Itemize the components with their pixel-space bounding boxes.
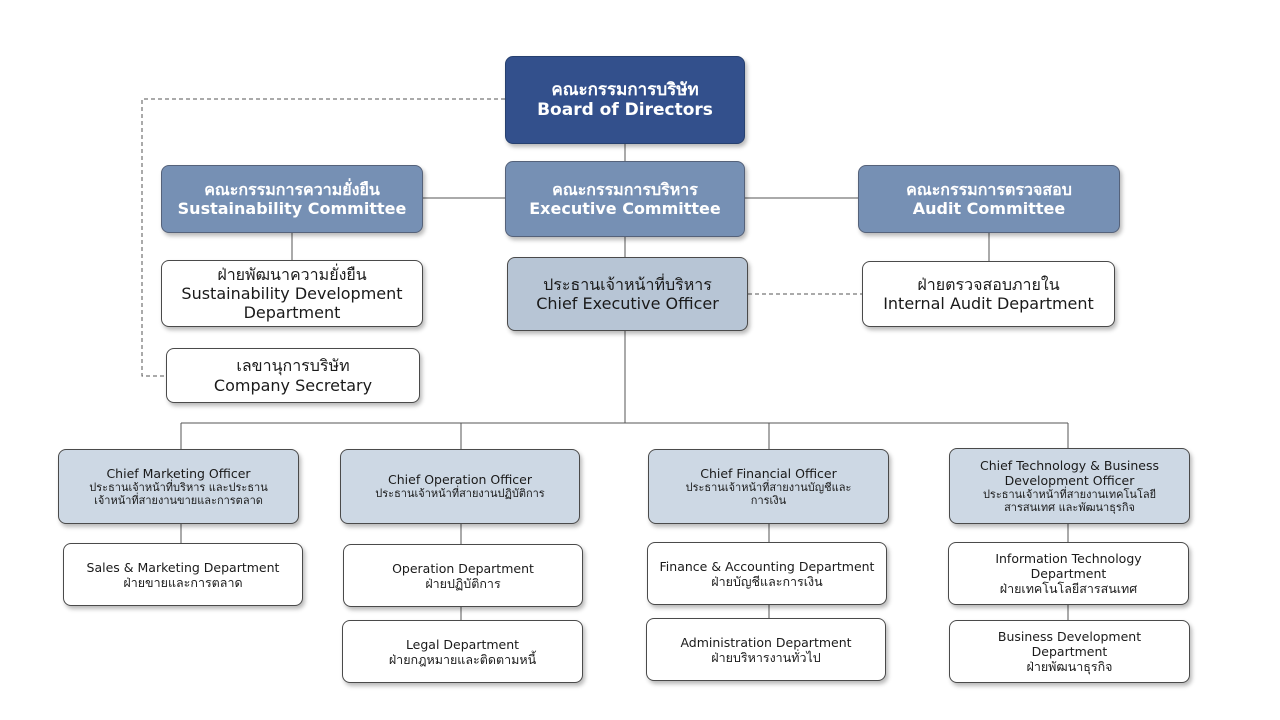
sales-marketing-th: ฝ่ายขายและการตลาด — [123, 574, 243, 590]
finance-en: Finance & Accounting Department — [659, 558, 875, 574]
ctbdo-th2: สารสนเทศ และพัฒนาธุรกิจ — [1004, 501, 1135, 514]
sustainability-committee-box: คณะกรรมการความยั่งยืน Sustainability Com… — [161, 165, 423, 233]
company-secretary-th: เลขานุการบริษัท — [236, 356, 350, 376]
company-secretary-en: Company Secretary — [213, 375, 373, 395]
operation-th: ฝ่ายปฏิบัติการ — [425, 575, 501, 591]
cmo-th1: ประธานเจ้าหน้าที่บริหาร และประธาน — [89, 480, 268, 494]
coo-en: Chief Operation Officer — [388, 472, 532, 488]
it-en1: Information Technology — [995, 551, 1142, 566]
ctbdo-box: Chief Technology & Business Development … — [949, 448, 1190, 524]
business-development-en1: Business Development — [997, 629, 1142, 644]
internal-audit-box: ฝ่ายตรวจสอบภายใน Internal Audit Departme… — [862, 261, 1115, 327]
ctbdo-en2: Development Officer — [1004, 472, 1135, 488]
audit-committee-en: Audit Committee — [912, 199, 1066, 218]
ctbdo-th1: ประธานเจ้าหน้าที่สายงานเทคโนโลยี — [982, 487, 1157, 501]
ceo-en: Chief Executive Officer — [536, 294, 719, 313]
audit-committee-box: คณะกรรมการตรวจสอบ Audit Committee — [858, 165, 1120, 233]
cmo-th2: เจ้าหน้าที่สายงานขายและการตลาด — [94, 494, 263, 507]
internal-audit-th: ฝ่ายตรวจสอบภายใน — [917, 274, 1060, 294]
administration-department-box: Administration Department ฝ่ายบริหารงานท… — [646, 618, 886, 681]
business-development-department-box: Business Development Department ฝ่ายพัฒน… — [949, 620, 1190, 683]
ceo-th: ประธานเจ้าหน้าที่บริหาร — [543, 274, 712, 294]
it-en2: Department — [1030, 566, 1107, 581]
operation-department-box: Operation Department ฝ่ายปฏิบัติการ — [343, 544, 583, 607]
ceo-box: ประธานเจ้าหน้าที่บริหาร Chief Executive … — [507, 257, 748, 331]
business-development-th: ฝ่ายพัฒนาธุรกิจ — [1026, 659, 1113, 674]
executive-committee-en: Executive Committee — [529, 199, 721, 218]
it-th: ฝ่ายเทคโนโลยีสารสนเทศ — [999, 581, 1138, 596]
sustainability-committee-en: Sustainability Committee — [177, 199, 407, 218]
ctbdo-en1: Chief Technology & Business — [979, 457, 1160, 473]
board-th: คณะกรรมการบริษัท — [551, 79, 699, 100]
audit-committee-th: คณะกรรมการตรวจสอบ — [906, 179, 1072, 199]
sustainability-department-en2: Department — [243, 303, 341, 323]
coo-box: Chief Operation Officer ประธานเจ้าหน้าที… — [340, 449, 580, 524]
it-department-box: Information Technology Department ฝ่ายเท… — [948, 542, 1189, 605]
sales-marketing-en: Sales & Marketing Department — [86, 559, 280, 575]
board-of-directors-box: คณะกรรมการบริษัท Board of Directors — [505, 56, 745, 144]
legal-th: ฝ่ายกฎหมายและติดตามหนี้ — [388, 651, 537, 667]
cfo-en: Chief Financial Officer — [700, 465, 837, 481]
legal-en: Legal Department — [405, 636, 520, 652]
cfo-th2: การเงิน — [750, 494, 787, 507]
internal-audit-en: Internal Audit Department — [883, 294, 1094, 313]
administration-th: ฝ่ายบริหารงานทั่วไป — [711, 649, 821, 665]
cfo-box: Chief Financial Officer ประธานเจ้าหน้าที… — [648, 449, 889, 524]
legal-department-box: Legal Department ฝ่ายกฎหมายและติดตามหนี้ — [342, 620, 583, 683]
cfo-th1: ประธานเจ้าหน้าที่สายงานบัญชีและ — [685, 480, 852, 494]
board-en: Board of Directors — [537, 100, 713, 120]
sustainability-committee-th: คณะกรรมการความยั่งยืน — [204, 179, 380, 199]
finance-department-box: Finance & Accounting Department ฝ่ายบัญช… — [647, 542, 887, 605]
operation-en: Operation Department — [392, 560, 534, 576]
sustainability-department-box: ฝ่ายพัฒนาความยั่งยืน Sustainability Deve… — [161, 260, 423, 327]
sustainability-department-en1: Sustainability Development — [181, 283, 403, 303]
executive-committee-th: คณะกรรมการบริหาร — [552, 179, 698, 199]
coo-th1: ประธานเจ้าหน้าที่สายงานปฏิบัติการ — [375, 487, 545, 501]
cmo-en: Chief Marketing Officer — [106, 465, 251, 481]
company-secretary-box: เลขานุการบริษัท Company Secretary — [166, 348, 420, 403]
sustainability-department-th: ฝ่ายพัฒนาความยั่งยืน — [217, 264, 367, 284]
executive-committee-box: คณะกรรมการบริหาร Executive Committee — [505, 161, 745, 237]
sales-marketing-department-box: Sales & Marketing Department ฝ่ายขายและก… — [63, 543, 303, 606]
administration-en: Administration Department — [680, 634, 852, 650]
business-development-en2: Department — [1031, 644, 1108, 659]
finance-th: ฝ่ายบัญชีและการเงิน — [711, 573, 823, 589]
cmo-box: Chief Marketing Officer ประธานเจ้าหน้าที… — [58, 449, 299, 524]
